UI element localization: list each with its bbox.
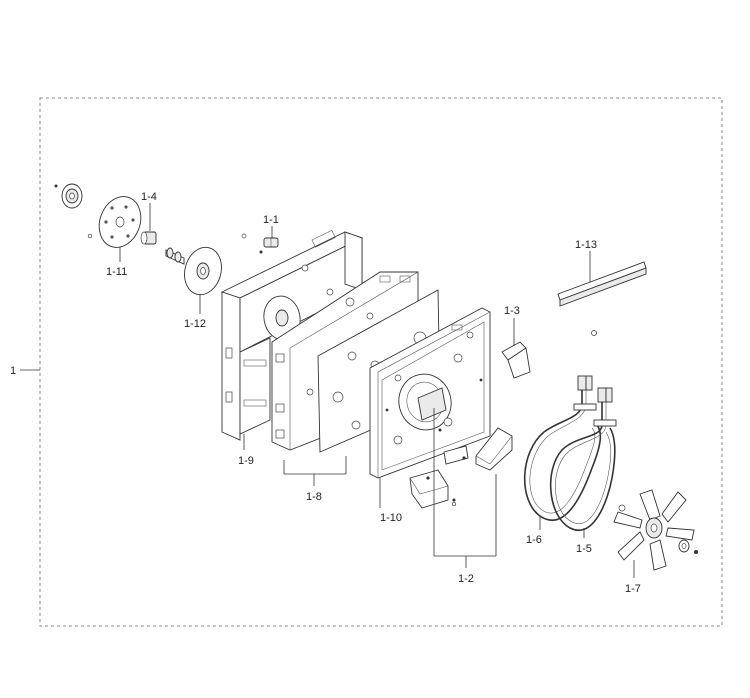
label-1-9: 1-9 [238,455,254,467]
label-1-1: 1-1 [263,214,279,226]
label-1-3: 1-3 [504,305,520,317]
part-1-11-cap [54,183,83,209]
label-1-2: 1-2 [458,573,474,585]
part-1-2-clip [443,445,469,507]
label-1-12: 1-12 [184,318,206,330]
part-1-9-rear-housing [220,229,364,441]
part-1-12-disc [184,246,222,296]
part-1-6-heater-element [523,375,602,521]
label-1-11: 1-11 [106,266,127,278]
part-1-5-heater-element [549,387,617,531]
label-1: 1 [10,365,16,377]
part-1-3-bracket [501,341,531,379]
label-1-8: 1-8 [306,491,322,503]
label-1-10: 1-10 [380,512,402,524]
part-1-4-bushing [140,231,157,245]
part-1-1-fastener [259,237,279,254]
part-1-2-bracket-right [475,427,513,471]
label-1-4: 1-4 [141,191,157,203]
part-1-7-fan [613,489,698,571]
part-1-2-bracket-left [409,469,449,509]
label-1-5: 1-5 [576,543,592,555]
part-1-13-bar [557,261,647,307]
screw [452,498,456,502]
part-1-10-front-frame [369,307,491,479]
part-1-11-plate [87,196,142,248]
label-1-13: 1-13 [575,239,597,251]
label-1-7: 1-7 [625,583,641,595]
assembly-boundary [39,97,723,627]
screw [438,428,442,432]
label-1-6: 1-6 [526,534,542,546]
shaft-spindle [165,247,185,265]
washer [591,330,597,336]
